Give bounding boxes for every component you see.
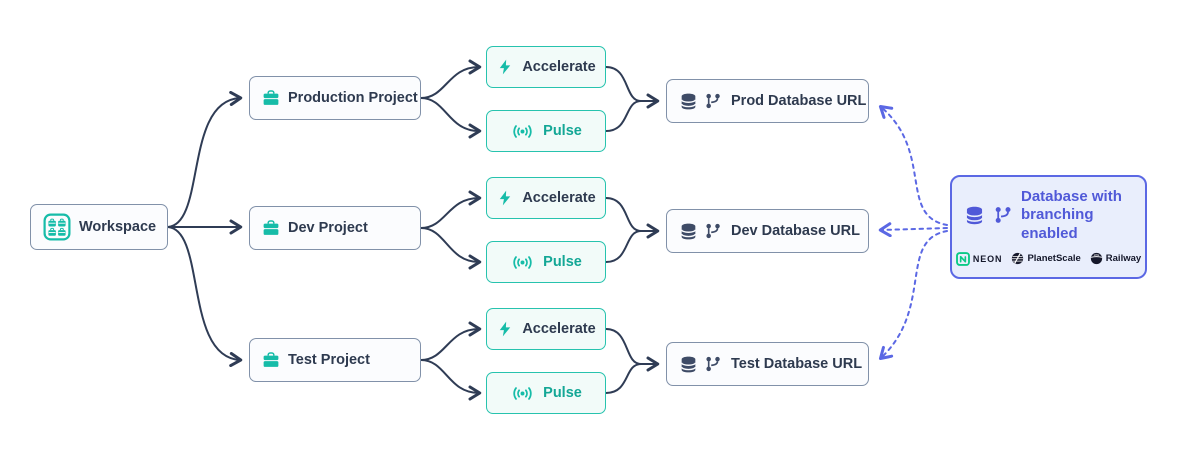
edge-pulse-testdb — [605, 363, 642, 394]
database-branching-box: Database with branching enabled NEON Pla… — [950, 175, 1147, 279]
edge-workspace-production — [167, 91, 243, 228]
test-project-label: Test Project — [288, 352, 370, 368]
edge-accelerate-proddb — [605, 66, 642, 102]
planetscale-label: PlanetScale — [1027, 253, 1081, 265]
railway-icon — [1090, 252, 1103, 265]
dashed-edges — [878, 105, 948, 361]
railway-label: Railway — [1105, 253, 1142, 265]
pulse-node: Pulse — [486, 372, 606, 414]
edge-production-pulse — [420, 97, 482, 139]
neon-logo: NEON — [956, 252, 1003, 266]
accelerate-node: Accelerate — [486, 46, 606, 88]
branching-box-label: Database with branching enabled — [1021, 188, 1133, 243]
pulse-label: Pulse — [543, 123, 582, 139]
edge-test-pulse — [420, 359, 482, 401]
production-project-node: Production Project — [249, 76, 421, 120]
accelerate-label: Accelerate — [522, 59, 596, 75]
bolt-icon — [496, 189, 514, 207]
bolt-icon — [496, 58, 514, 76]
database-icon — [679, 222, 698, 241]
edge-production-accelerate — [420, 59, 482, 99]
planetscale-logo: PlanetScale — [1011, 252, 1081, 265]
pulse-label: Pulse — [543, 254, 582, 270]
edge-branching-proddb — [878, 105, 948, 226]
bolt-icon — [496, 320, 514, 338]
test-project-node: Test Project — [249, 338, 421, 382]
workspace-node: Workspace — [30, 204, 168, 250]
edge-pulse-devdb — [605, 230, 642, 263]
workspace-label: Workspace — [79, 219, 157, 235]
database-icon — [679, 92, 698, 111]
workspace-icon — [43, 213, 71, 241]
dev-project-node: Dev Project — [249, 206, 421, 250]
accelerate-node: Accelerate — [486, 308, 606, 350]
railway-logo: Railway — [1090, 252, 1141, 265]
database-icon — [679, 355, 698, 374]
database-icon — [964, 205, 985, 226]
edge-branching-testdb — [878, 230, 948, 361]
branching-label-line1: Database with — [1021, 188, 1122, 206]
pulse-label: Pulse — [543, 385, 582, 401]
production-project-label: Production Project — [288, 90, 418, 106]
edge-pulse-proddb — [605, 100, 642, 132]
prod-database-url-node: Prod Database URL — [666, 79, 869, 123]
edge-test-accelerate — [420, 321, 482, 361]
branching-box-header: Database with branching enabled — [964, 188, 1133, 243]
edge-dev-accelerate — [420, 190, 482, 229]
git-branch-icon — [704, 355, 722, 373]
planetscale-icon — [1011, 252, 1024, 265]
test-database-url-label: Test Database URL — [731, 356, 863, 372]
briefcase-icon — [262, 351, 280, 369]
neon-icon — [956, 252, 970, 266]
prod-database-url-label: Prod Database URL — [731, 93, 867, 109]
pulse-icon — [510, 124, 535, 139]
git-branch-icon — [993, 205, 1013, 225]
pulse-node: Pulse — [486, 241, 606, 283]
edge-accelerate-devdb — [605, 197, 642, 232]
edge-dev-pulse — [420, 227, 482, 270]
branching-label-line2: branching enabled — [1021, 206, 1094, 242]
neon-label: NEON — [972, 253, 1003, 264]
accelerate-label: Accelerate — [522, 190, 596, 206]
git-branch-icon — [704, 222, 722, 240]
pulse-icon — [510, 386, 535, 401]
dev-project-label: Dev Project — [288, 220, 368, 236]
test-database-url-node: Test Database URL — [666, 342, 869, 386]
dev-database-url-node: Dev Database URL — [666, 209, 869, 253]
provider-logos: NEON PlanetScale Railway — [956, 252, 1141, 266]
accelerate-node: Accelerate — [486, 177, 606, 219]
edge-accelerate-testdb — [605, 328, 642, 365]
edge-workspace-test — [167, 226, 243, 367]
dev-database-url-label: Dev Database URL — [731, 223, 860, 239]
pulse-node: Pulse — [486, 110, 606, 152]
edge-branching-devdb — [878, 222, 948, 238]
git-branch-icon — [704, 92, 722, 110]
pulse-icon — [510, 255, 535, 270]
briefcase-icon — [262, 219, 280, 237]
accelerate-label: Accelerate — [522, 321, 596, 337]
briefcase-icon — [262, 89, 280, 107]
